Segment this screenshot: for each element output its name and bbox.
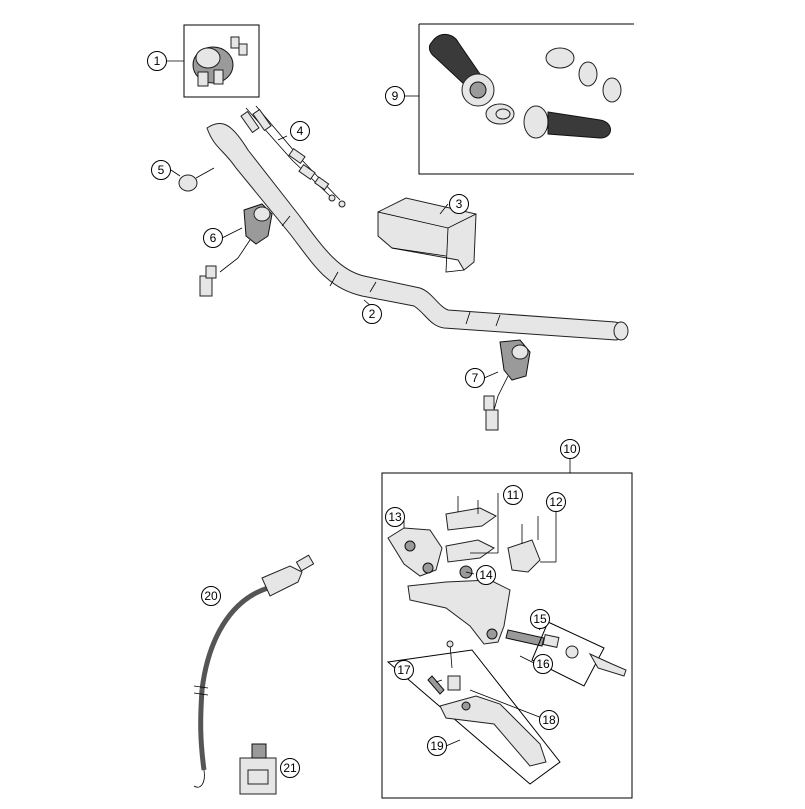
callout-17: 17 — [394, 660, 414, 680]
svg-text:5: 5 — [158, 163, 165, 177]
svg-text:17: 17 — [397, 663, 411, 677]
right-switch — [483, 339, 531, 431]
svg-text:15: 15 — [533, 612, 547, 626]
piston-kit — [505, 621, 627, 687]
svg-text:14: 14 — [479, 568, 493, 582]
svg-text:13: 13 — [388, 510, 402, 524]
svg-text:9: 9 — [392, 89, 399, 103]
callout-15: 11 — [503, 485, 523, 505]
svg-text:10: 10 — [563, 442, 577, 456]
callout-10: 20 — [201, 586, 221, 606]
callout-9: 5 — [151, 160, 171, 180]
callout-5: 4 — [290, 121, 310, 141]
cable-tie — [178, 167, 215, 192]
bracket — [507, 512, 557, 573]
callout-21: 12 — [546, 492, 566, 512]
callout-4: 6 — [203, 228, 223, 248]
callout-18: 13 — [385, 507, 405, 527]
callout-13: 19 — [427, 736, 447, 756]
grips — [428, 34, 622, 139]
lever — [386, 640, 561, 785]
switch-housing — [192, 36, 248, 87]
callout-2: 3 — [449, 194, 469, 214]
callout-7: 9 — [385, 86, 405, 106]
fluid-bottle — [239, 743, 277, 795]
svg-text:1: 1 — [154, 54, 161, 68]
throttle-cables — [240, 105, 346, 208]
svg-text:4: 4 — [297, 124, 304, 138]
part-7-box — [418, 23, 634, 175]
callout-12: 10 — [560, 439, 580, 459]
svg-text:3: 3 — [456, 197, 463, 211]
svg-text:19: 19 — [430, 739, 444, 753]
svg-text:16: 16 — [536, 657, 550, 671]
handlebar — [206, 123, 629, 341]
svg-text:21: 21 — [283, 761, 297, 775]
svg-text:12: 12 — [549, 495, 563, 509]
svg-text:20: 20 — [204, 589, 218, 603]
left-switch — [199, 203, 273, 297]
callout-16: 14 — [476, 565, 496, 585]
svg-text:18: 18 — [542, 713, 556, 727]
callout-14: 15 — [530, 609, 550, 629]
svg-text:11: 11 — [507, 488, 520, 502]
cable — [193, 554, 315, 788]
svg-text:7: 7 — [472, 371, 479, 385]
svg-text:6: 6 — [210, 231, 217, 245]
callout-11: 21 — [280, 758, 300, 778]
clamp — [387, 527, 443, 577]
callout-1: 2 — [362, 304, 382, 324]
callout-20: 16 — [533, 654, 553, 674]
svg-text:2: 2 — [369, 307, 376, 321]
callout-6: 7 — [465, 368, 485, 388]
reservoir-cover — [445, 493, 499, 563]
callout-19: 18 — [539, 710, 559, 730]
callout-3: 1 — [147, 51, 167, 71]
handlebar-pad — [377, 197, 477, 273]
part-12-box — [381, 472, 633, 799]
